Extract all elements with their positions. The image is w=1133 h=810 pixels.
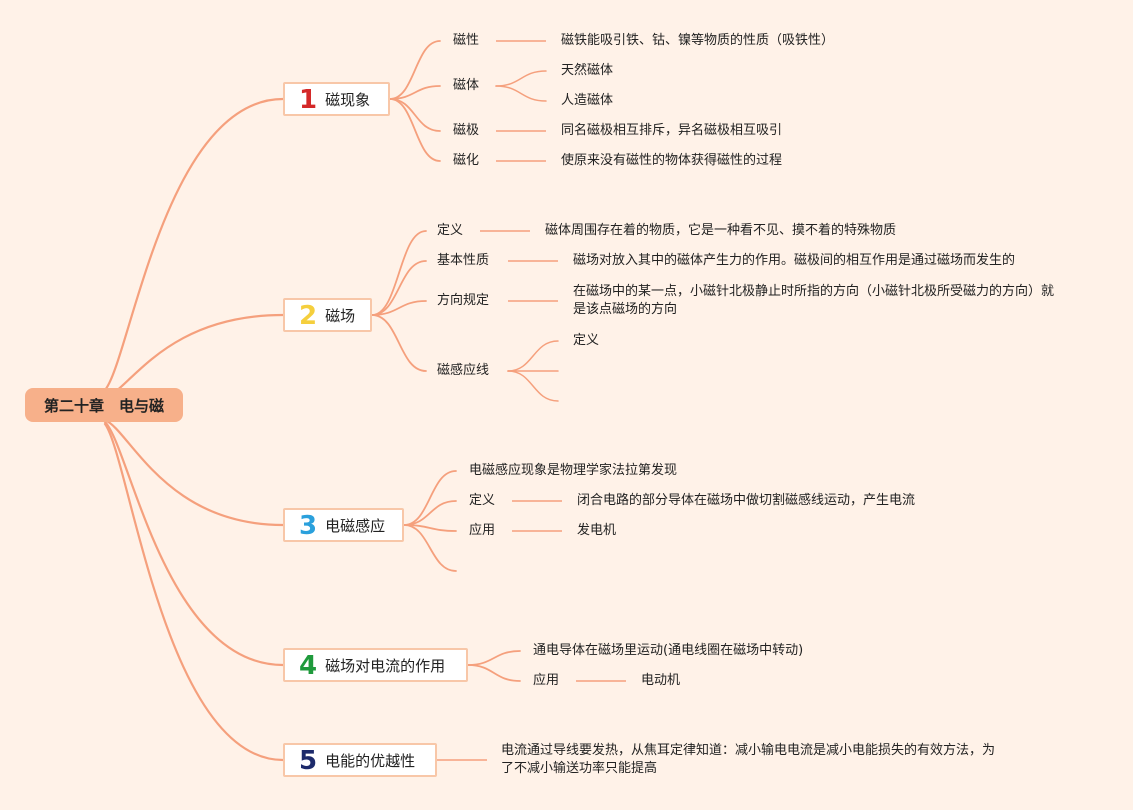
- topic-3-item-label[interactable]: 应用: [469, 523, 496, 538]
- branch-line: [403, 524, 457, 572]
- topic-1-item-label[interactable]: 磁极: [453, 123, 480, 138]
- topic-2-item-label[interactable]: 定义: [437, 223, 464, 238]
- topic-1-item-label[interactable]: 磁体: [453, 78, 480, 93]
- topic-1-item-detail: 使原来没有磁性的物体获得磁性的过程: [561, 153, 783, 168]
- branch-line: [371, 300, 427, 316]
- topic-3-node[interactable]: 3 电磁感应: [283, 508, 404, 542]
- topic-2-item-label[interactable]: 基本性质: [437, 253, 490, 268]
- branch-line: [371, 230, 427, 316]
- root-branch-line: [103, 420, 285, 667]
- topic-1-item-detail: 同名磁极相互排斥，异名磁极相互吸引: [561, 123, 783, 138]
- topic-2-item-label[interactable]: 方向规定: [437, 293, 490, 308]
- branch-line: [507, 340, 559, 372]
- branch-line: [467, 650, 521, 666]
- root-branch-line: [103, 418, 285, 527]
- topic-1-item-detail: 磁铁能吸引铁、钴、镍等物质的性质（吸铁性）: [561, 33, 835, 48]
- topic-5-title: 电能的优越性: [325, 751, 416, 770]
- branch-line: [403, 470, 457, 526]
- topic-4-item-detail: 电动机: [641, 673, 681, 688]
- number-4-icon: 4: [299, 651, 318, 681]
- topic-4-title: 磁场对电流的作用: [325, 656, 446, 675]
- topic-5-node[interactable]: 5 电能的优越性: [283, 743, 437, 777]
- branch-line: [371, 260, 427, 316]
- branch-line: [495, 85, 547, 102]
- topic-3-title: 电磁感应: [325, 516, 386, 535]
- root-node[interactable]: 第二十章 电与磁: [25, 388, 183, 422]
- topic-2-item-detail: 磁体周围存在着的物质，它是一种看不见、摸不着的特殊物质: [545, 223, 897, 238]
- topic-1-node[interactable]: 1 磁现象: [283, 82, 390, 116]
- number-2-icon: 2: [299, 301, 318, 331]
- topic-1-item-label[interactable]: 磁化: [453, 153, 480, 168]
- topic-2-item-detail: 在磁场中的某一点，小磁针北极静止时所指的方向（小磁针北极所受磁力的方向）就是该点…: [573, 284, 1055, 317]
- topic-3-item-detail: 闭合电路的部分导体在磁场中做切割磁感线运动，产生电流: [577, 493, 916, 508]
- topic-1-subitem: 天然磁体: [561, 63, 614, 78]
- topic-1-subitem: 人造磁体: [561, 93, 614, 108]
- topic-2-node[interactable]: 2 磁场: [283, 298, 372, 332]
- topic-2-item-label[interactable]: 磁感应线: [437, 363, 490, 378]
- branch-line: [371, 314, 427, 372]
- topic-5-item-label[interactable]: 电流通过导线要发热，从焦耳定律知道：减小输电电流是减小电能损失的有效方法，为了不…: [501, 743, 996, 776]
- root-branch-line: [103, 422, 285, 762]
- branch-line: [507, 370, 559, 402]
- topic-3-item-label[interactable]: 定义: [469, 493, 496, 508]
- topic-1-item-label[interactable]: 磁性: [453, 33, 480, 48]
- topic-3-item-detail: 发电机: [577, 523, 617, 538]
- branch-line: [389, 40, 441, 100]
- branch-line: [389, 85, 441, 100]
- topic-3-item-label[interactable]: 电磁感应现象是物理学家法拉第发现: [469, 463, 678, 478]
- topic-4-item-label[interactable]: 应用: [533, 673, 560, 688]
- number-3-icon: 3: [299, 511, 318, 541]
- topic-2-title: 磁场: [325, 306, 356, 325]
- branch-line: [389, 98, 441, 162]
- topic-2-item-detail: 磁场对放入其中的磁体产生力的作用。磁极间的相互作用是通过磁场而发生的: [573, 253, 1016, 268]
- branch-line: [389, 98, 441, 132]
- topic-4-item-label[interactable]: 通电导体在磁场里运动(通电线圈在磁场中转动): [533, 643, 804, 658]
- branch-line: [495, 70, 547, 87]
- root-branch-line: [103, 97, 285, 392]
- number-5-icon: 5: [299, 746, 318, 776]
- number-1-icon: 1: [299, 85, 318, 115]
- topic-2-subitem: 定义: [573, 333, 600, 348]
- topic-4-node[interactable]: 4 磁场对电流的作用: [283, 648, 468, 682]
- root-branch-line: [103, 313, 285, 400]
- branch-line: [403, 500, 457, 526]
- branch-line: [467, 664, 521, 682]
- topic-1-title: 磁现象: [325, 90, 371, 109]
